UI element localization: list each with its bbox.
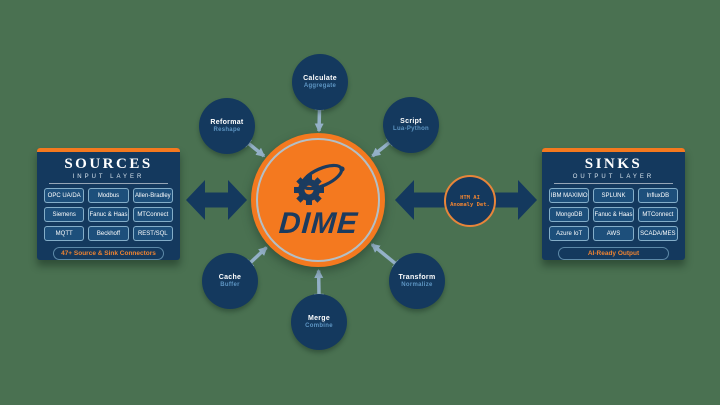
wire-cache	[245, 246, 268, 268]
wire-transform	[370, 243, 400, 269]
sink-chip-splunk: SPLUNK	[593, 188, 634, 204]
node-cache-title: Cache	[218, 274, 242, 281]
node-script-title: Script	[400, 118, 422, 125]
sink-chip-fanuc-haas: Fanuc & Haas	[593, 207, 634, 223]
sink-chip-aws: AWS	[593, 226, 634, 242]
htm-ai-line2: Anomaly Det.	[450, 201, 490, 208]
node-transform-subtitle: Normalize	[401, 282, 433, 288]
node-cache: Cache Buffer	[202, 253, 258, 309]
source-chip-mqtt: MQTT	[44, 226, 85, 242]
sinks-footer-badge: AI-Ready Output	[558, 247, 669, 260]
source-chip-beckhoff: Beckhoff	[88, 226, 129, 242]
source-chip-mtconnect: MTConnect	[132, 207, 173, 223]
source-chip-fanuc-haas: Fanuc & Haas	[88, 207, 129, 223]
sinks-divider	[554, 183, 673, 185]
node-script: Script Lua-Python	[383, 97, 439, 153]
node-merge-title: Merge	[307, 315, 331, 322]
sink-chip-mtconnect: MTConnect	[637, 207, 678, 223]
node-calculate-title: Calculate	[303, 75, 337, 82]
source-chip-siemens: Siemens	[44, 207, 85, 223]
sinks-panel: SINKS OUTPUT LAYER IBM MAXIMO SPLUNK Inf…	[542, 148, 685, 260]
node-reformat-subtitle: Reshape	[213, 127, 241, 133]
source-chip-rest-sql: REST/SQL	[132, 226, 173, 242]
sink-chip-azure-iot: Azure IoT	[549, 226, 590, 242]
sources-subtitle: INPUT LAYER	[72, 174, 145, 181]
node-cache-subtitle: Buffer	[220, 282, 240, 288]
sinks-connector-grid: IBM MAXIMO SPLUNK InfluxDB MongoDB Fanuc…	[542, 188, 685, 242]
dime-hub: DIME	[251, 133, 385, 267]
sources-connector-grid: OPC UA/DA Modbus Allen-Bradley Siemens F…	[37, 188, 180, 242]
node-transform: Transform Normalize	[389, 253, 445, 309]
wire-calculate	[314, 107, 325, 133]
sinks-panel-topbar	[542, 148, 685, 153]
htm-ai-line1: HTM AI	[460, 194, 480, 201]
node-reformat-title: Reformat	[210, 119, 244, 126]
sources-divider	[49, 183, 168, 185]
sinks-title: SINKS	[584, 156, 643, 173]
node-calculate: Calculate Aggregate	[292, 54, 348, 110]
node-merge-subtitle: Combine	[305, 323, 333, 329]
sources-footer-badge: 47+ Source & Sink Connectors	[53, 247, 164, 260]
sink-chip-influxdb: InfluxDB	[637, 188, 678, 204]
node-merge: Merge Combine	[291, 294, 347, 350]
sinks-subtitle: OUTPUT LAYER	[572, 174, 655, 181]
sink-chip-mongodb: MongoDB	[549, 207, 590, 223]
node-calculate-subtitle: Aggregate	[303, 83, 337, 89]
sources-title: SOURCES	[64, 156, 153, 173]
source-chip-opc-ua-da: OPC UA/DA	[44, 188, 85, 204]
source-chip-allen-bradley: Allen-Bradley	[132, 188, 173, 204]
left-flow-arrow	[186, 180, 247, 220]
sources-panel-topbar	[37, 148, 180, 153]
node-transform-title: Transform	[398, 274, 436, 281]
node-script-subtitle: Lua-Python	[393, 126, 429, 132]
hub-inner-ring	[256, 138, 380, 262]
sources-panel: SOURCES INPUT LAYER OPC UA/DA Modbus All…	[37, 148, 180, 260]
wire-reformat	[244, 138, 266, 158]
sink-chip-scada-mes: SCADA/MES	[637, 226, 678, 242]
node-reformat: Reformat Reshape	[199, 98, 255, 154]
source-chip-modbus: Modbus	[88, 188, 129, 204]
htm-ai-node: HTM AI Anomaly Det.	[444, 175, 496, 227]
dime-wordmark: DIME	[277, 206, 359, 240]
wire-script	[371, 137, 394, 158]
sink-chip-ibm-maximo: IBM MAXIMO	[549, 188, 590, 204]
